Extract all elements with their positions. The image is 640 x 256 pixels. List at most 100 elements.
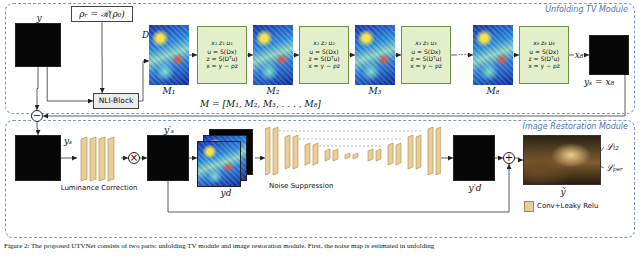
node-label: y′d xyxy=(469,183,482,193)
legend-entry: Conv+Leaky Relu xyxy=(524,201,598,212)
conv-layer xyxy=(333,149,338,161)
node-label: x = y − ρz xyxy=(410,63,442,70)
node-label: M₈ xyxy=(487,86,500,96)
tv-iteration-box: x₃ z₃ u₃u = S(Dx)z = S(Dᵀu)x = y − ρz xyxy=(401,26,451,84)
conv-layer xyxy=(416,135,421,169)
connector-arrow xyxy=(515,158,523,160)
conv-layer xyxy=(90,137,96,181)
conv-layer xyxy=(99,137,105,181)
node-label: z = S(Dᵀu) xyxy=(410,56,441,63)
connector-arrow xyxy=(255,158,265,159)
noise-map: M₂ xyxy=(253,25,293,85)
connector-arrow xyxy=(121,158,128,159)
module-region: Unfolding TV Module y ρᵣ = ℛ(ρ₀) NLI-Block M… xyxy=(5,3,635,114)
label-holder: ℒₚₑᵣ xyxy=(606,163,623,173)
node-label: yₛ xyxy=(64,136,72,146)
node-label: x₃ z₃ u₃ xyxy=(415,40,437,47)
node-label: NLI-Block xyxy=(99,97,134,106)
conv-layer xyxy=(396,143,401,165)
node-label: ỹ xyxy=(560,187,565,197)
conv-layer xyxy=(285,135,290,169)
node-label: z = S(Dᵀu) xyxy=(206,56,237,63)
conv-layer xyxy=(388,143,393,165)
tv-iteration-box: x₁ z₁ u₁ u = S(Dx)z = S(Dᵀu)x = y − ρz xyxy=(197,26,247,84)
node-label: ρᵣ = ℛ(ρ₀) xyxy=(79,9,125,19)
connector-arrow xyxy=(189,158,197,159)
detail-stack: yd xyxy=(197,129,255,187)
input-image: y xyxy=(15,23,61,67)
module-title: Unfolding TV Module xyxy=(545,5,628,14)
parameter-box: ρᵣ = ℛ(ρ₀) xyxy=(71,6,133,22)
node-label: z = S(Dᵀu) xyxy=(528,56,559,63)
connector-arrow xyxy=(139,61,149,101)
module-title: Image Restoration Module xyxy=(523,122,628,131)
skip-connection xyxy=(279,131,422,132)
conv-stack-drawing xyxy=(77,133,121,183)
output-image: yₛ = x₈ xyxy=(589,35,629,75)
label-holder: ℒₗ₂ xyxy=(606,142,619,152)
smooth-image: yₛ xyxy=(15,135,61,181)
annotation: M = [M₁, M₂, M₃, . . . , M₈] xyxy=(200,99,321,109)
node-label: u = S(Dx) xyxy=(309,49,338,56)
multiply-operator: × xyxy=(128,152,140,164)
node-label: Luminance Correction xyxy=(61,184,138,192)
skip-connection xyxy=(299,139,402,140)
node-label: yₛ = x₈ xyxy=(584,77,614,87)
denoised-detail: y′d xyxy=(453,135,495,181)
tv-iteration-box: x₂ z₂ u₂u = S(Dx)z = S(Dᵀu)x = y − ρz xyxy=(299,26,349,84)
connector-arrow xyxy=(37,122,38,135)
noise-map: M₈ xyxy=(473,25,513,85)
node-label: Noise Suppression xyxy=(269,182,333,190)
node-label: yd xyxy=(221,188,232,198)
connector-arrow xyxy=(47,67,93,101)
conv-layer xyxy=(436,127,441,175)
unet-drawing xyxy=(265,125,441,191)
node-label: u = S(Dx) xyxy=(207,49,236,56)
conv-layer xyxy=(313,143,318,165)
conv-layer xyxy=(353,153,358,159)
node-label: y′ₛ xyxy=(164,125,174,135)
node-label: u = S(Dx) xyxy=(529,49,558,56)
connector-arrow xyxy=(102,22,103,93)
conv-layer xyxy=(81,137,87,181)
noise-map: M₁ xyxy=(149,25,189,85)
add-operator: + xyxy=(503,152,515,164)
conv-layer xyxy=(273,127,278,175)
corrected-image: y′ₛ xyxy=(147,135,189,181)
restored-image: ỹ xyxy=(523,135,601,185)
conv-layer xyxy=(408,135,413,169)
annotation: ℒₗ₂ xyxy=(606,142,619,152)
node-label: x = y − ρz xyxy=(528,63,560,70)
conv-layer xyxy=(376,149,381,161)
legend-swatch xyxy=(524,201,534,212)
connector-arrow xyxy=(189,55,197,56)
edge-label-holder: x₈ xyxy=(574,50,585,60)
connector-arrow xyxy=(495,158,503,159)
conv-layer xyxy=(325,149,330,161)
caption: Figure 2: The proposed UTVNet consists o… xyxy=(4,242,434,250)
node-label: x₂ z₂ u₂ xyxy=(313,40,335,47)
node-label: x = y − ρz xyxy=(206,63,238,70)
annotation: ℒₚₑᵣ xyxy=(606,163,623,173)
conv-layer xyxy=(265,127,270,175)
conv-layer xyxy=(368,149,373,161)
node-label: x₁ z₁ u₁ xyxy=(211,40,233,47)
conv-layer xyxy=(305,143,310,165)
module-region: Image Restoration ModuleyₛLuminance Corr… xyxy=(5,120,635,238)
nli-block: NLI-Block xyxy=(93,93,139,109)
node-label: M₂ xyxy=(267,86,280,96)
connector-arrow xyxy=(140,158,147,159)
detail-layer xyxy=(197,141,241,187)
edge-label-holder: ··· xyxy=(457,50,468,60)
label-holder: M = [M₁, M₂, M₃, . . . , M₈] xyxy=(200,99,321,109)
node-label: y xyxy=(36,13,41,23)
node-label: M₁ xyxy=(163,86,176,96)
skip-connection xyxy=(319,146,382,147)
connector-arrow xyxy=(441,158,453,159)
conv-layer xyxy=(428,127,433,175)
unet-block: Noise Suppression xyxy=(265,125,441,191)
caption-holder: Figure 2: The proposed UTVNet consists o… xyxy=(4,242,636,250)
conv-stack: Luminance Correction xyxy=(77,133,121,183)
node-label: x₈ z₈ u₈ xyxy=(533,40,555,47)
